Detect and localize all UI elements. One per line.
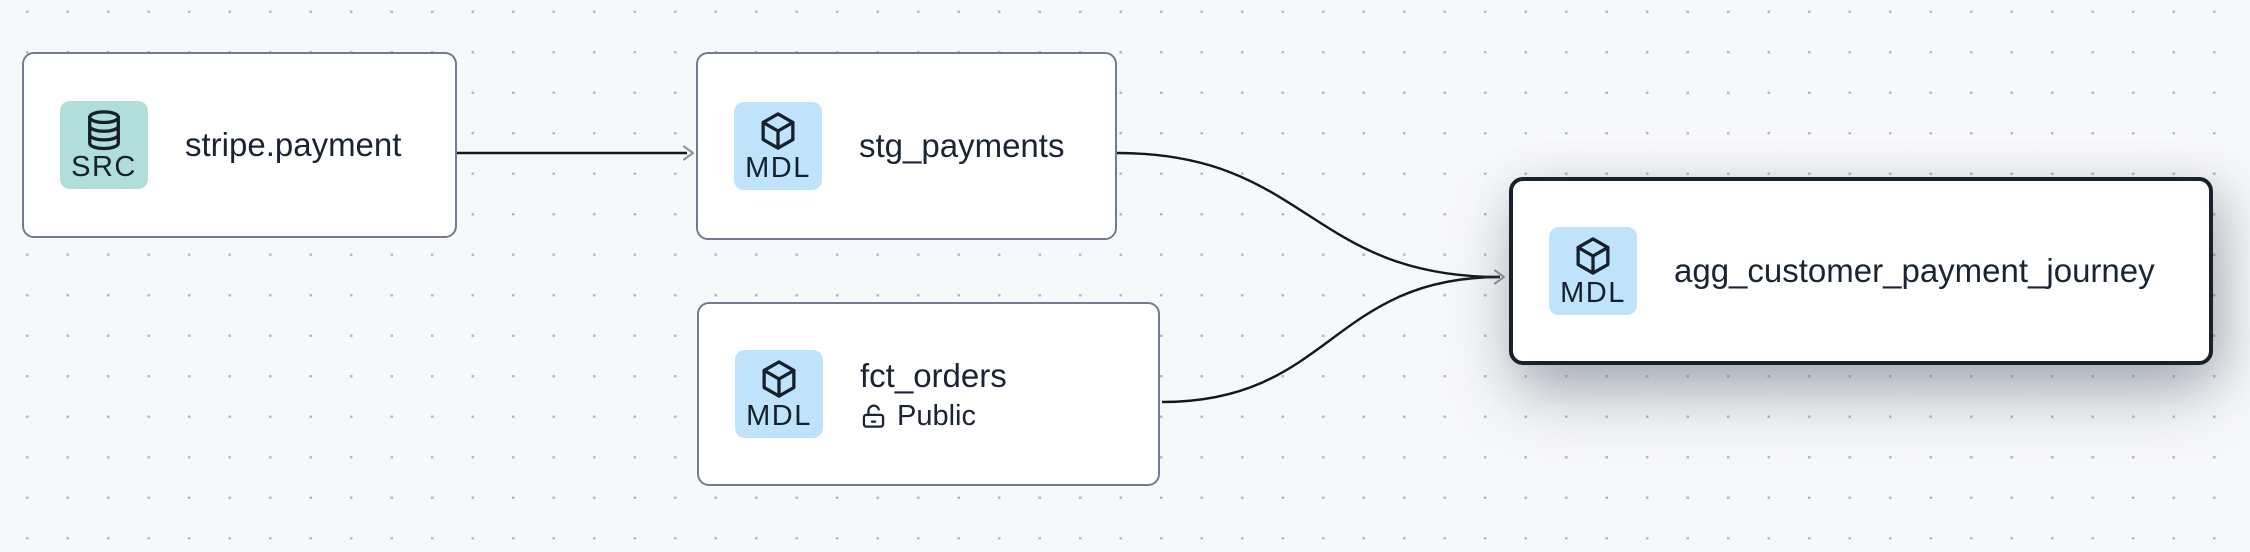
access-row: Public <box>860 399 1007 432</box>
badge-label: MDL <box>745 152 811 184</box>
node-fct-orders[interactable]: MDL fct_orders Public <box>697 302 1160 486</box>
model-type-badge: MDL <box>734 102 822 190</box>
cube-icon <box>762 360 796 398</box>
node-stg-payments[interactable]: MDL stg_payments <box>696 52 1117 240</box>
model-type-badge: MDL <box>735 350 823 438</box>
cube-icon <box>761 112 795 150</box>
access-label: Public <box>897 399 976 432</box>
node-title: stg_payments <box>859 127 1065 165</box>
node-title: stripe.payment <box>185 126 402 164</box>
edge-stg-to-agg[interactable] <box>1116 151 1501 279</box>
badge-label: MDL <box>746 400 812 432</box>
node-stripe-payment[interactable]: SRC stripe.payment <box>22 52 457 238</box>
node-title: fct_orders <box>860 357 1007 395</box>
node-title: agg_customer_payment_journey <box>1674 252 2155 290</box>
database-icon <box>88 110 120 151</box>
model-type-badge: MDL <box>1549 227 1637 315</box>
arrowhead-icon <box>682 145 695 161</box>
badge-label: SRC <box>71 151 137 183</box>
source-type-badge: SRC <box>60 101 148 189</box>
unlock-icon <box>862 404 885 428</box>
node-agg-customer-payment-journey[interactable]: MDL agg_customer_payment_journey <box>1509 177 2213 365</box>
badge-label: MDL <box>1560 277 1626 309</box>
arrowhead-icon <box>1493 269 1506 285</box>
edge-fct-to-agg[interactable] <box>1161 275 1501 404</box>
cube-icon <box>1576 237 1610 275</box>
